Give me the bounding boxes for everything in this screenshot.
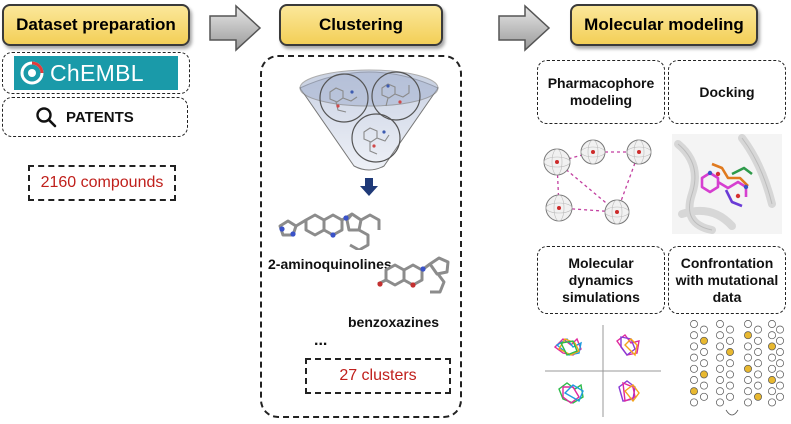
snake-plot-residue [690, 331, 698, 340]
snake-plot-residue [754, 370, 762, 379]
snake-plot-residue [726, 348, 734, 356]
snake-plot-residue [754, 348, 762, 356]
snake-plot-residue [754, 325, 762, 334]
compound-count: 2160 compounds [40, 174, 164, 191]
mutational-data-box: Confrontation with mutational data [668, 246, 786, 314]
chembl-swirl-icon [20, 61, 44, 85]
chembl-logo-text: ChEMBL [50, 59, 144, 86]
snake-plot-residue [690, 376, 698, 384]
cluster-label-benzoxazines: benzoxazines [348, 314, 440, 330]
snake-plot-residue [700, 348, 708, 356]
dataset-preparation-title: Dataset preparation [16, 15, 176, 34]
snake-plot-residue [776, 325, 784, 334]
arrow-right-icon [498, 4, 551, 52]
cluster-count-box: 27 clusters [305, 358, 451, 394]
patents-source-box: PATENTS [2, 97, 188, 137]
snake-plot-residue [744, 320, 752, 328]
snake-plot-residue [776, 348, 784, 356]
snake-plot-residue [726, 381, 734, 390]
snake-plot-residue [776, 370, 784, 379]
snake-plot-residue [776, 359, 784, 368]
cluster-label-aminoquinolines: 2-aminoquinolines [268, 256, 392, 272]
snake-plot-residue [690, 387, 698, 396]
snake-plot-residue [726, 336, 734, 345]
md-simulations-box: Molecular dynamics simulations [537, 246, 665, 314]
snake-plot-residue [726, 325, 734, 334]
snake-plot-residue [768, 398, 776, 407]
clustering-panel [260, 55, 462, 418]
snake-plot-residue [700, 370, 708, 379]
snake-plot-residue [744, 342, 752, 351]
snake-plot-residue [744, 331, 752, 340]
snake-plot-residue [768, 353, 776, 362]
snake-plot-residue [690, 320, 698, 328]
snake-plot-residue [716, 376, 724, 384]
snake-plot-residue [700, 392, 708, 401]
snake-plot-residue [716, 331, 724, 340]
snake-plot-residue [744, 353, 752, 362]
snake-plot-residue [754, 359, 762, 368]
snake-plot-residue [744, 376, 752, 384]
snake-plot-residue [690, 364, 698, 373]
arrow-right-icon [209, 4, 262, 52]
compound-count-box: 2160 compounds [28, 165, 176, 201]
chembl-source-box: ChEMBL [2, 52, 190, 94]
md-simulations-label: Molecular dynamics simulations [562, 254, 640, 305]
chembl-logo: ChEMBL [14, 56, 178, 90]
snake-plot-residue [776, 381, 784, 390]
patents-label: PATENTS [66, 108, 134, 126]
pharmacophore-label: Pharmacophore modeling [547, 75, 655, 108]
md-trajectories-image [545, 325, 661, 417]
snake-plot-residue [768, 320, 776, 328]
snake-plot-residue [726, 359, 734, 368]
snake-plot-residue [776, 392, 784, 401]
snake-plot-residue [754, 381, 762, 390]
arrow-down-icon [360, 178, 378, 196]
snake-plot-image [690, 320, 784, 416]
snake-plot-residue [700, 325, 708, 334]
snake-plot-residue [700, 336, 708, 345]
docking-label: Docking [699, 83, 755, 100]
search-icon [36, 107, 57, 128]
snake-plot-residue [700, 381, 708, 390]
snake-plot-residue [768, 387, 776, 396]
snake-plot-residue [716, 364, 724, 373]
snake-plot-residue [690, 353, 698, 362]
snake-plot-residue [768, 364, 776, 373]
snake-plot-residue [776, 336, 784, 345]
snake-plot-residue [726, 370, 734, 379]
clustering-funnel [299, 69, 439, 171]
snake-plot-residue [754, 392, 762, 401]
molecular-modeling-header: Molecular modeling [570, 4, 758, 46]
more-clusters-ellipsis: ... [314, 332, 328, 349]
pharmacophore-model-image [543, 139, 652, 225]
snake-plot-residue [690, 342, 698, 351]
snake-plot-residue [700, 359, 708, 368]
snake-plot-residue [716, 342, 724, 351]
docking-pose-image [672, 134, 782, 234]
snake-plot-residue [716, 320, 724, 328]
clustering-title: Clustering [318, 15, 404, 34]
snake-plot-residue [768, 331, 776, 340]
snake-plot-residue [716, 398, 724, 407]
docking-box: Docking [668, 60, 786, 124]
cluster-count: 27 clusters [339, 367, 417, 384]
snake-plot-residue [744, 398, 752, 407]
snake-plot-residue [744, 387, 752, 396]
snake-plot-residue [744, 364, 752, 373]
benzoxazine-molecule [377, 256, 450, 294]
snake-plot-residue [754, 336, 762, 345]
snake-plot-residue [690, 398, 698, 407]
snake-plot-residue [726, 392, 734, 401]
pharmacophore-box: Pharmacophore modeling [537, 60, 665, 124]
molecular-modeling-title: Molecular modeling [584, 15, 744, 34]
snake-plot-residue [716, 353, 724, 362]
clustering-header: Clustering [279, 4, 443, 46]
snake-plot-residue [768, 376, 776, 384]
mutational-data-label: Confrontation with mutational data [675, 254, 779, 305]
dataset-preparation-header: Dataset preparation [2, 4, 190, 46]
snake-plot-residue [716, 387, 724, 396]
snake-plot-residue [768, 342, 776, 351]
aminoquinoline-molecule [278, 212, 381, 250]
